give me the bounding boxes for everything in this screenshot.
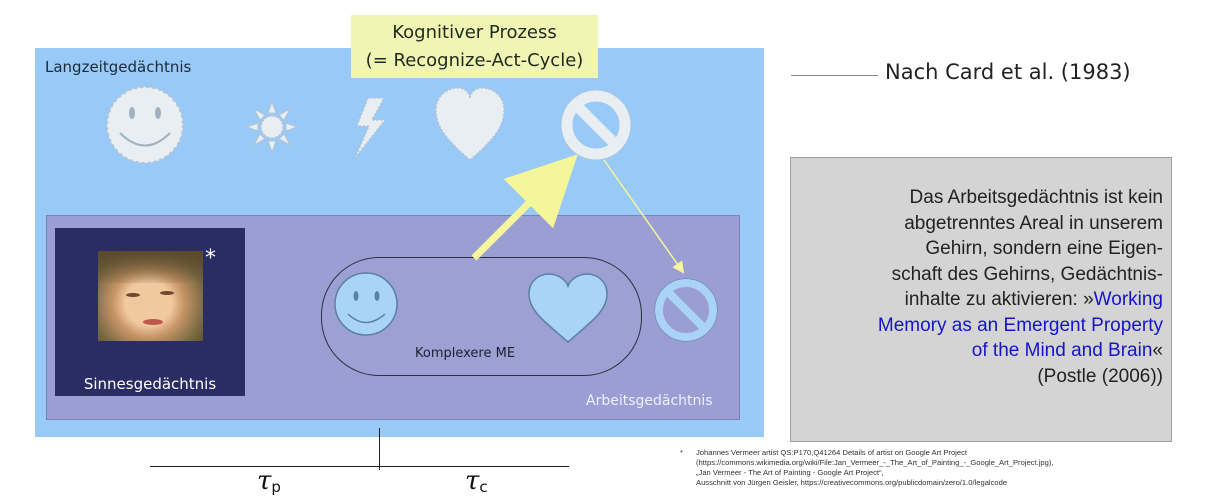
- tau-perception-label: τp: [257, 466, 281, 496]
- footnote-line[interactable]: Ausschnitt von Jürgen Geisler, https://c…: [696, 478, 1008, 487]
- long-term-memory-label: Langzeitgedächtnis: [45, 58, 192, 76]
- footnote-star: *: [680, 448, 683, 457]
- tau-cognition-label: τc: [465, 466, 488, 496]
- timeline-axis: [150, 466, 569, 467]
- citation-rule: [791, 75, 878, 76]
- note-line: schaft des Gehirns, Gedächtnis-: [891, 263, 1163, 285]
- footnote-line: „Jan Vermeer - The Art of Painting - Goo…: [696, 468, 884, 477]
- wm-heart-icon: [528, 273, 608, 344]
- note-close-quote: «: [1152, 340, 1163, 361]
- note-box: [790, 157, 1172, 442]
- note-line: abgetrenntes Areal in unserem: [904, 212, 1163, 234]
- wm-smiley-icon: [334, 272, 398, 336]
- activation-arrow: [471, 154, 578, 261]
- vermeer-portrait-image: [98, 251, 203, 341]
- note-line: Gehirn, sondern eine Eigen-: [925, 238, 1163, 259]
- working-memory-label: Arbeitsgedächtnis: [586, 393, 713, 409]
- complex-memory-unit-label: Komplexere ME: [415, 346, 516, 361]
- note-line: inhalte zu aktivieren: »: [904, 289, 1094, 310]
- timeline-divider: [379, 428, 380, 470]
- note-line: Das Arbeitsgedächtnis ist kein: [909, 187, 1163, 208]
- wm-prohibited-icon: [654, 278, 718, 342]
- footnote-line: Johannes Vermeer artist QS:P170,Q41264 D…: [696, 448, 967, 457]
- cognitive-process-subtitle: (= Recognize-Act-Cycle): [365, 50, 584, 71]
- reference-link[interactable]: of the Mind and Brain: [971, 340, 1153, 361]
- reference-link[interactable]: Memory as an Emergent Property: [877, 314, 1163, 336]
- note-text: Das Arbeitsgedächtnis ist kein abgetrenn…: [803, 185, 1163, 389]
- ltm-sun-icon: [245, 100, 299, 154]
- sensory-memory-label: Sinnesgedächtnis: [83, 375, 217, 393]
- ltm-smiley-icon: [106, 86, 184, 164]
- ltm-heart-icon: [435, 87, 505, 161]
- cognitive-process-box: [351, 15, 598, 78]
- ltm-lightning-icon: [354, 97, 387, 159]
- citation-text: Nach Card et al. (1983): [885, 60, 1131, 84]
- note-source: (Postle (2006)): [1037, 365, 1163, 387]
- footnote-line[interactable]: (https://commons.wikimedia.org/wiki/File…: [696, 458, 1054, 467]
- ltm-prohibited-icon: [560, 89, 632, 161]
- footnote-asterisk: *: [205, 246, 216, 271]
- cognitive-process-title: Kognitiver Prozess: [392, 22, 557, 43]
- reference-link[interactable]: Working: [1093, 289, 1163, 310]
- retrieval-arrow: [603, 159, 685, 274]
